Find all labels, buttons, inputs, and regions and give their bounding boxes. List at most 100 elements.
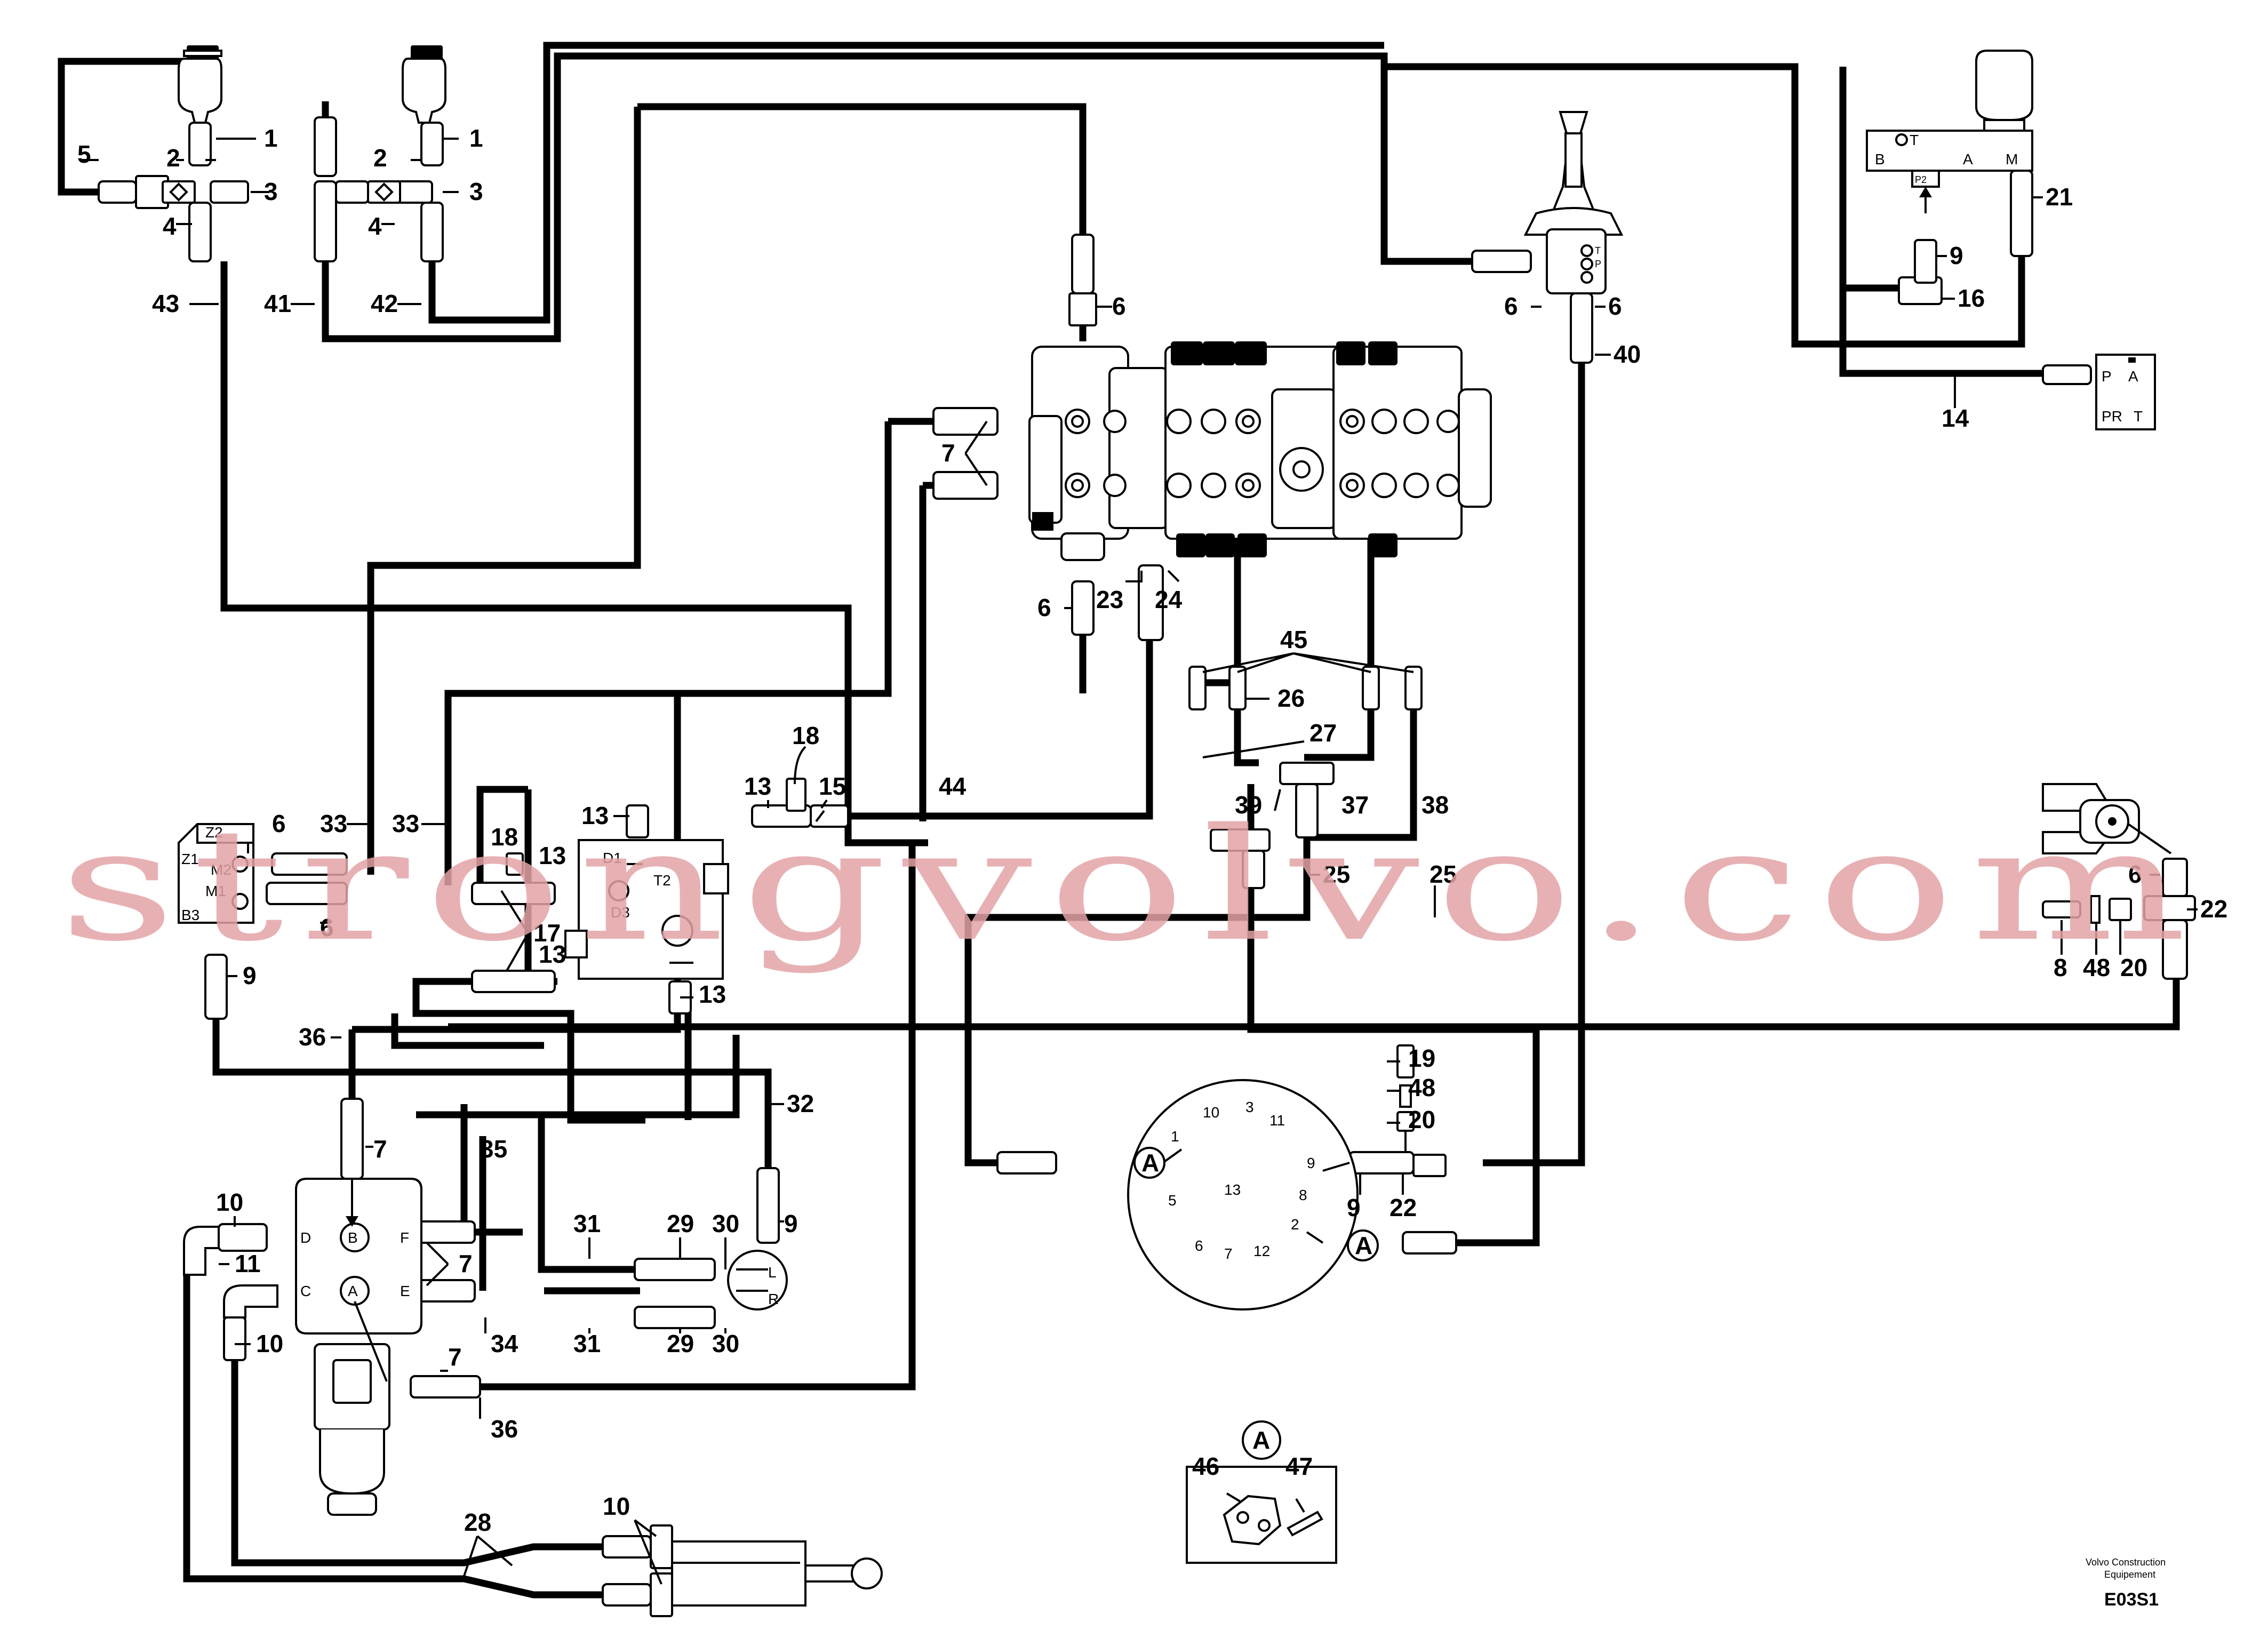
watermark-left: strongvolvo.com: [59, 796, 2203, 976]
callout-21: 21: [2046, 183, 2073, 211]
port-pilot-P2: P2: [1915, 174, 1927, 185]
callout-27: 27: [1309, 719, 1337, 747]
fittings-28-10: [602, 1524, 673, 1617]
callout-43: 43: [152, 290, 179, 317]
callout-22-right: 22: [2200, 895, 2227, 923]
fitting-7-lower: [932, 471, 999, 500]
manifold-block-left: Z2 Z1 M2 M1 B3: [178, 823, 254, 924]
callout-11: 11: [235, 1250, 261, 1277]
fitting-7-35: [415, 1220, 476, 1244]
port-pilot-A: A: [1963, 151, 1973, 167]
swivel-joint: 10 3 11 1 4 5 13 9 8 6 7 12 2 A A: [1127, 1079, 1379, 1311]
fitting-6-top-main: [1068, 234, 1097, 326]
pilot-control-left: [162, 45, 222, 204]
callout-48-swivel: 48: [1408, 1074, 1435, 1101]
svg-text:10: 10: [1203, 1104, 1219, 1121]
callout-25: 25: [1323, 860, 1350, 888]
callout-13-bottom-right: 13: [699, 980, 726, 1008]
footer-company-line2: Equipement: [2104, 1569, 2155, 1580]
callout-9-motor: 9: [784, 1210, 798, 1237]
port-diverter-E: E: [400, 1283, 410, 1299]
port-pilot-M: M: [2006, 151, 2018, 167]
callout-7-main: 7: [941, 439, 955, 467]
svg-text:3: 3: [1245, 1099, 1254, 1115]
callout-3: 3: [264, 178, 278, 205]
port-block-D3: D3: [611, 904, 630, 921]
callout-30-top: 30: [712, 1210, 739, 1237]
callout-13-bottom: 13: [539, 940, 566, 968]
fitting-41-hose: [314, 116, 337, 177]
callout-32: 32: [787, 1090, 814, 1117]
svg-text:5: 5: [1168, 1192, 1177, 1209]
callout-48-right: 48: [2083, 954, 2110, 981]
callout-18-left: 18: [491, 823, 518, 851]
callout-labels: 1 2 3 4 5 1 2 3 4 43 41 42 6 6 7 23 24 4…: [77, 124, 2227, 1585]
fittings-3-right-pair: [394, 122, 444, 262]
callout-23: 23: [1096, 586, 1123, 613]
port-motor-R: R: [768, 1291, 779, 1307]
svg-text:2: 2: [1291, 1216, 1299, 1233]
svg-text:11: 11: [1269, 1112, 1285, 1129]
port-diverter-D: D: [300, 1229, 311, 1246]
main-control-valve: [1028, 341, 1492, 561]
port-block-D1: D1: [603, 850, 622, 866]
callout-1b: 1: [469, 124, 483, 152]
fitting-7-36: [340, 1098, 364, 1180]
fitting-swivel-A-right: [1402, 1231, 1457, 1255]
detail-A-box: A: [1186, 1420, 1337, 1564]
callout-41: 41: [264, 290, 291, 317]
fitting-23-24: [1138, 564, 1164, 641]
pilot-valve-right: T B A M P2: [1866, 50, 2033, 213]
svg-text:8: 8: [1299, 1187, 1307, 1203]
svg-text:1: 1: [1171, 1128, 1179, 1145]
callout-36-top: 36: [299, 1023, 326, 1051]
fitting-9-32: [756, 1167, 780, 1244]
callout-31-top: 31: [573, 1210, 601, 1237]
callout-6-joy-b: 6: [1608, 292, 1622, 320]
callout-20-right: 20: [2120, 954, 2147, 981]
callout-47: 47: [1285, 1452, 1313, 1480]
callout-14: 14: [1942, 404, 1969, 432]
detail-marker-A-left: A: [1141, 1149, 1159, 1177]
small-valve-block: P A PR T: [2095, 354, 2156, 430]
fitting-22-group: [2042, 858, 2196, 980]
callout-6-main: 6: [1112, 292, 1126, 320]
fitting-40: [1570, 292, 1593, 364]
fitting-7-36b: [410, 1375, 481, 1399]
callout-9-swivel: 9: [1347, 1194, 1361, 1221]
callout-45: 45: [1280, 626, 1307, 653]
callout-6-motor: 6: [2128, 860, 2142, 888]
fittings-3-left-pair: [188, 122, 369, 262]
manifold-hoses-6: [266, 852, 348, 905]
callout-4b: 4: [368, 212, 382, 240]
callout-2b: 2: [373, 144, 387, 172]
port-manifold-M1: M1: [205, 883, 226, 899]
callout-6-main-b: 6: [1037, 594, 1051, 621]
callout-29-bottom: 29: [667, 1330, 694, 1357]
fittings: [98, 116, 2196, 1617]
footer-company-line1: Volvo Construction: [2086, 1557, 2166, 1568]
callout-35: 35: [480, 1135, 507, 1163]
callout-22-swivel: 22: [1389, 1194, 1417, 1221]
callout-25b: 25: [1430, 860, 1457, 888]
port-manifold-M2: M2: [211, 861, 231, 878]
rotator-motor: L R: [727, 1250, 788, 1311]
callout-24: 24: [1155, 586, 1183, 613]
port-block-T: T: [2134, 408, 2143, 425]
fitting-7-upper: [932, 407, 999, 436]
callout-1: 1: [264, 124, 278, 152]
svg-text:12: 12: [1253, 1243, 1270, 1259]
callout-33-right: 33: [392, 810, 419, 837]
callout-4: 4: [163, 212, 177, 240]
fitting-14: [2042, 364, 2092, 385]
port-manifold-B3: B3: [181, 907, 199, 923]
callout-6-manifold: 6: [272, 810, 286, 837]
port-pilot-B: B: [1875, 151, 1885, 167]
callout-20-swivel: 20: [1408, 1106, 1435, 1133]
callout-39: 39: [1235, 791, 1262, 819]
callout-31-bottom: 31: [573, 1330, 601, 1357]
callout-15: 15: [819, 772, 846, 800]
port-block-T2: T2: [653, 872, 671, 889]
callout-42: 42: [371, 290, 398, 317]
